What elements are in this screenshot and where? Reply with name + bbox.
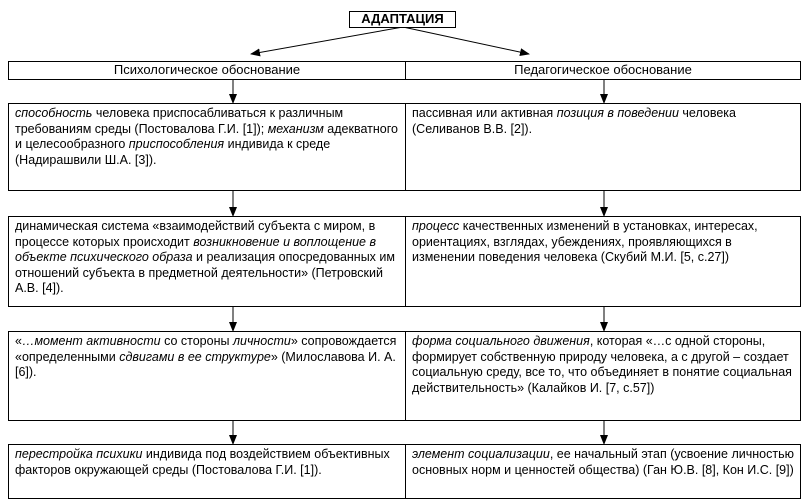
arrow-title-to-left — [250, 26, 404, 57]
text-run: со стороны — [160, 334, 233, 348]
cell-left-row-2: динамическая система «взаимодействий суб… — [8, 216, 406, 307]
text-run: индивида под воздействием объективных фа… — [15, 447, 390, 477]
italic-term: приспособления — [128, 137, 225, 152]
text-run: , ее начальный этап (усвоение личностью … — [412, 447, 794, 477]
text-run: индивида к среде (Надирашвили Ш.А. [3]). — [15, 137, 331, 167]
italic-term: процесс — [412, 219, 460, 233]
title-box: АДАПТАЦИЯ — [349, 11, 456, 28]
text-run: » (Милославова И. А. [6]). — [15, 349, 396, 380]
italic-term: механизм — [267, 121, 324, 136]
diagram-title: АДАПТАЦИЯ — [361, 11, 444, 26]
text-run: адекватного и целесообразного — [15, 121, 398, 152]
cell-right-row-3: форма социального движения, которая «…с … — [405, 331, 801, 421]
header-right: Педагогическое обоснование — [405, 61, 801, 80]
header-left: Психологическое обоснование — [8, 61, 406, 80]
italic-term: перестройка психики — [15, 447, 143, 461]
cell-right-row-1: пассивная или активная позиция в поведен… — [405, 103, 801, 191]
italic-term: …момент активности — [21, 334, 161, 348]
text-run: « — [15, 334, 22, 348]
text-run: » сопровождается «определенными — [15, 334, 397, 364]
text-run: , которая «…с одной стороны, формирует с… — [412, 334, 792, 395]
cell-left-row-4: перестройка психики индивида под воздейс… — [8, 444, 406, 499]
italic-term: форма социального движения — [412, 334, 590, 348]
text-run: и реализация опосредованных им отношений… — [15, 250, 395, 296]
cell-right-row-4: элемент социализации, ее начальный этап … — [405, 444, 801, 499]
header-left-label: Психологическое обоснование — [113, 62, 301, 77]
italic-term: личности — [232, 334, 291, 348]
header-right-label: Педагогическое обоснование — [514, 62, 692, 77]
text-run: пассивная или активная — [412, 106, 557, 120]
cell-left-row-1: способность человека приспосабливаться к… — [8, 103, 406, 191]
arrow-title-to-right — [402, 26, 530, 57]
italic-term: элемент социализации — [412, 447, 550, 461]
text-run: динамическая система «взаимодействий суб… — [15, 219, 376, 249]
italic-term: позиция в поведении — [556, 106, 679, 120]
italic-term: способность — [15, 106, 93, 120]
text-run: качественных изменений в установках, инт… — [412, 219, 758, 265]
text-run: человека (Селиванов В.В. [2]). — [412, 106, 736, 136]
cell-left-row-3: «…момент активности со стороны личности»… — [8, 331, 406, 421]
italic-term: возникновение и воплощение в объекте пси… — [15, 234, 376, 265]
italic-term: сдвигами в ее структуре — [119, 349, 271, 364]
cell-right-row-2: процесс качественных изменений в установ… — [405, 216, 801, 307]
text-run: человека приспосабливаться к различным т… — [15, 106, 344, 136]
